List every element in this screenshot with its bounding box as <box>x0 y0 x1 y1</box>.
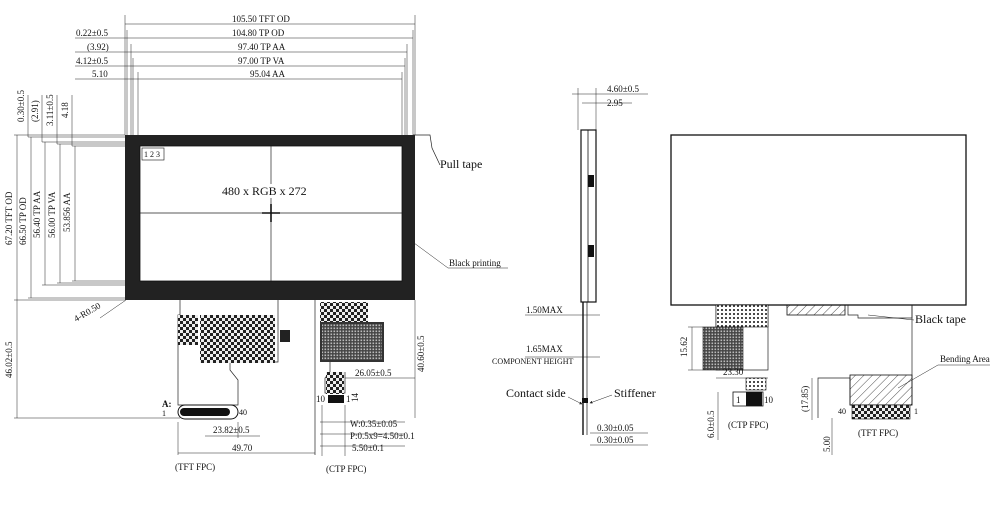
side-dim-030b: 0.30±0.05 <box>597 435 634 445</box>
dim-14: 14 <box>350 393 360 403</box>
side-max-165: 1.65MAX <box>526 344 563 354</box>
dim-2605: 26.05±0.5 <box>355 368 392 378</box>
resolution-label: 480 x RGB x 272 <box>222 184 307 198</box>
dim-offset-412: 4.12±0.5 <box>76 56 108 66</box>
dim-4060: 40.60±0.5 <box>416 335 426 372</box>
dim-4970: 49.70 <box>232 443 253 453</box>
black-printing-callout: Black printing <box>409 239 508 269</box>
corner-radius-callout: 4-R0.50 <box>72 299 127 324</box>
back-dim-1785: (17.85) <box>800 386 810 412</box>
lcd-panel: 480 x RGB x 272 1 2 3 <box>125 135 415 300</box>
tft-fpc-caption: (TFT FPC) <box>175 462 215 472</box>
back-dim-60: 6.0±0.5 <box>706 410 716 438</box>
back-ctp-pin-10: 10 <box>764 395 774 405</box>
dim-tp-va-v: 56.00 TP VA <box>47 191 57 238</box>
corner-radius-label: 4-R0.50 <box>72 300 103 324</box>
pin-label: 1 2 3 <box>144 150 160 159</box>
side-contact-side: Contact side <box>506 386 566 400</box>
side-view: 4.60±0.5 2.95 1.50MAX 1.65MAX COMPONENT … <box>492 84 656 446</box>
dim-550: 5.50±0.1 <box>352 443 384 453</box>
side-stiffener: Stiffener <box>614 386 656 400</box>
side-component-height: COMPONENT HEIGHT <box>492 357 574 366</box>
back-bending-area: Bending Area <box>940 354 990 364</box>
pull-tape-label: Pull tape <box>440 157 482 171</box>
dim-030-v: 0.30±0.5 <box>16 90 26 122</box>
pull-tape: Pull tape <box>413 134 482 171</box>
front-view: 105.50 TFT OD 104.80 TP OD 97.40 TP AA 9… <box>4 14 508 474</box>
tft-fpc-pin-40: 40 <box>239 408 247 417</box>
side-dim-030a: 0.30±0.05 <box>597 423 634 433</box>
dim-291-v: (2.91) <box>30 100 40 122</box>
detail-marker-a: A: <box>162 399 172 409</box>
dim-tp-od: 104.80 TP OD <box>232 28 285 38</box>
dim-offset-510: 5.10 <box>92 69 108 79</box>
dim-tft-od: 105.50 TFT OD <box>232 14 290 24</box>
back-tft-caption: (TFT FPC) <box>858 428 898 438</box>
dim-tp-aa-v: 56.40 TP AA <box>32 190 42 238</box>
side-panel-body <box>580 129 597 303</box>
top-dimensions: 105.50 TFT OD 104.80 TP OD 97.40 TP AA 9… <box>75 14 416 135</box>
dim-tp-od-v: 66.50 TP OD <box>18 197 28 245</box>
back-ctp-caption: (CTP FPC) <box>728 420 768 430</box>
ctp-fpc: 10 1 14 26.05±0.5 40.60±0.5 W:0.35±0.05 … <box>314 300 426 474</box>
dim-aa: 95.04 AA <box>250 69 286 79</box>
tft-fpc-pin-1: 1 <box>162 409 166 418</box>
side-dim-295: 2.95 <box>607 98 623 108</box>
black-printing-label: Black printing <box>449 258 501 268</box>
dim-tft-od-v: 67.20 TFT OD <box>4 191 14 245</box>
back-tft-pin-40: 40 <box>838 407 846 416</box>
dim-offset-022: 0.22±0.5 <box>76 28 108 38</box>
side-dim-460: 4.60±0.5 <box>607 84 639 94</box>
back-panel-body <box>670 134 967 306</box>
back-dim-2330: 23.30 <box>723 367 744 377</box>
back-ctp-pin-1: 1 <box>736 395 741 405</box>
tft-fpc: A: 1 40 23.82±0.5 49.70 (TFT FPC) <box>162 300 315 472</box>
ctp-fpc-pin-1: 1 <box>346 394 351 404</box>
ctp-fpc-pin-10: 10 <box>316 394 326 404</box>
dim-pitch: P:0.5x9=4.50±0.1 <box>350 431 415 441</box>
back-black-tape: Black tape <box>915 312 966 326</box>
dim-2382: 23.82±0.5 <box>213 425 250 435</box>
dim-aa-v: 53.856 AA <box>62 192 72 232</box>
back-dim-1562: 15.62 <box>679 337 689 357</box>
dim-tp-va: 97.00 TP VA <box>238 56 285 66</box>
back-view: Black tape 15.62 23.30 1 10 6.0±0.5 (CTP… <box>670 134 990 455</box>
side-max-150: 1.50MAX <box>526 305 563 315</box>
dim-311-v: 3.11±0.5 <box>45 94 55 126</box>
dim-width: W:0.35±0.05 <box>350 419 398 429</box>
left-dimensions: 67.20 TFT OD 66.50 TP OD 56.40 TP AA 56.… <box>4 90 180 419</box>
dim-418-v: 4.18 <box>60 102 70 118</box>
ctp-fpc-caption: (CTP FPC) <box>326 464 366 474</box>
back-dim-500: 5.00 <box>822 436 832 452</box>
dim-tp-aa: 97.40 TP AA <box>238 42 286 52</box>
dim-4602-v: 46.02±0.5 <box>4 341 14 378</box>
dim-offset-392: (3.92) <box>87 42 109 52</box>
back-tft-pin-1: 1 <box>914 407 918 416</box>
